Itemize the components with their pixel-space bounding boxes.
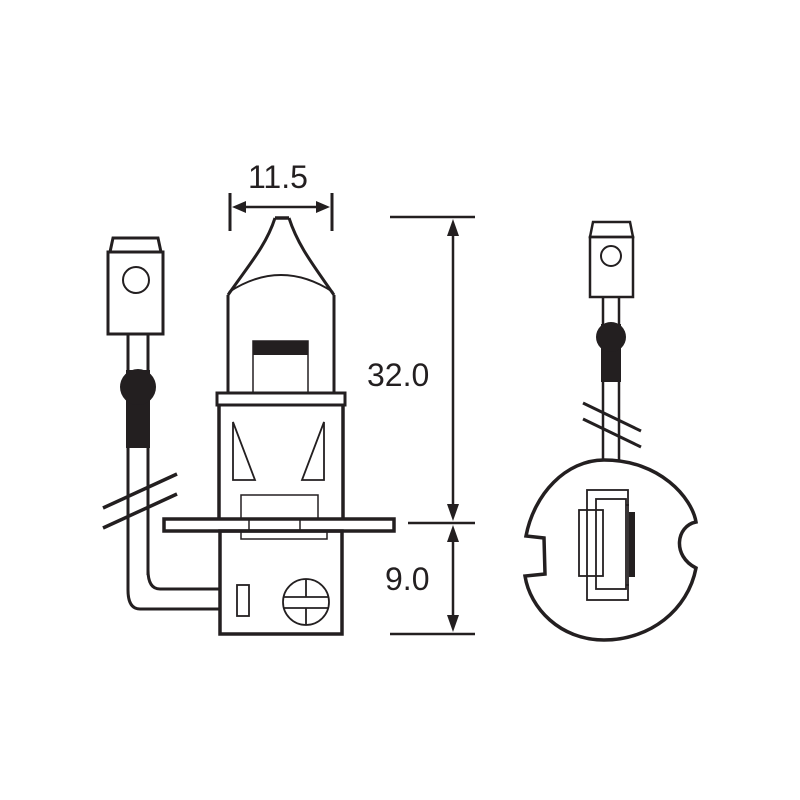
height-dimensions (390, 215, 475, 636)
base-body (162, 391, 396, 636)
bottom-view (522, 220, 699, 642)
lead-wire-connector (102, 236, 220, 611)
height-top-dimension-label: 32.0 (367, 357, 430, 393)
width-dimension-label: 11.5 (248, 159, 308, 195)
width-dimension (228, 193, 334, 231)
height-bottom-dimension-label: 9.0 (385, 561, 430, 597)
glass-bulb (226, 216, 336, 394)
